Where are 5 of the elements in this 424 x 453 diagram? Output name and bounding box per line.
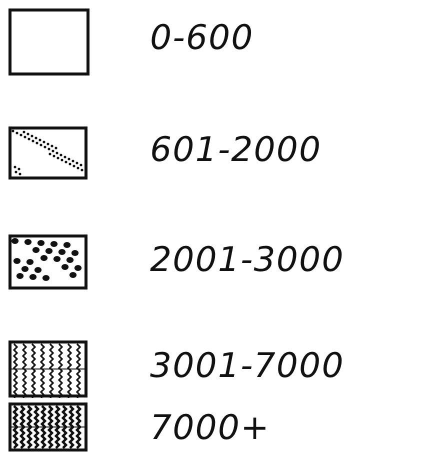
legend-label: 0-600 (150, 18, 254, 58)
legend-label: 2001-3000 (150, 240, 344, 280)
legend-label: 601-2000 (150, 130, 322, 170)
legend-label: 3001-7000 (150, 346, 344, 386)
legend-label: 7000+ (150, 408, 270, 448)
